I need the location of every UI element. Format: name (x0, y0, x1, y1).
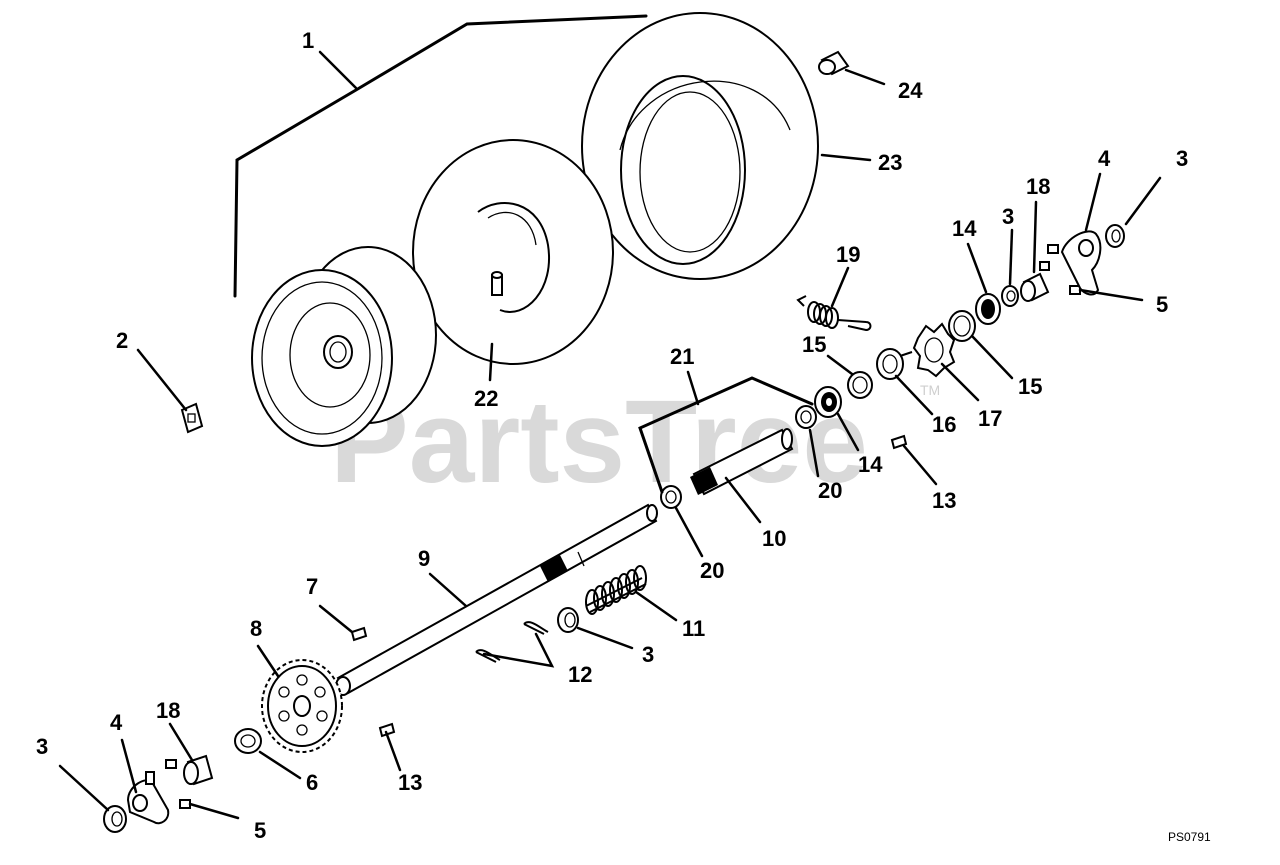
callout-7: 7 (306, 574, 318, 599)
wheel-rim[interactable] (251, 246, 437, 447)
callout-4-lower: 4 (110, 710, 123, 735)
washer-upper-mid[interactable] (1001, 285, 1019, 307)
clip[interactable] (180, 402, 204, 434)
callout-13-lower: 13 (398, 770, 422, 795)
callout-4-upper: 4 (1098, 146, 1111, 171)
callout-2: 2 (116, 328, 128, 353)
callout-14-upper: 14 (952, 216, 977, 241)
flange-bushing-upper[interactable] (1020, 272, 1050, 302)
callout-6: 6 (306, 770, 318, 795)
ratchet-gear-17[interactable] (912, 322, 956, 378)
key-13-upper[interactable] (890, 434, 908, 450)
callout-3-lower-left: 3 (36, 734, 48, 759)
callout-5-upper: 5 (1156, 292, 1168, 317)
leader-lines (58, 14, 1162, 820)
callout-19: 19 (836, 242, 860, 267)
bushing-upper[interactable] (795, 405, 817, 429)
callout-20-lower: 20 (700, 558, 724, 583)
callout-12: 12 (568, 662, 592, 687)
key-13-lower[interactable] (378, 722, 396, 738)
callout-3-mid: 3 (642, 642, 654, 667)
callout-15-lower: 15 (802, 332, 826, 357)
callout-20-upper: 20 (818, 478, 842, 503)
callout-15-upper: 15 (1018, 374, 1042, 399)
callout-11: 11 (682, 616, 705, 641)
spacer-15-upper[interactable] (948, 310, 976, 342)
watermark-trademark: TM (920, 382, 940, 398)
spacer-15-lower[interactable] (847, 371, 873, 399)
bearing[interactable] (234, 728, 262, 754)
callout-9: 9 (418, 546, 430, 571)
flange-bushing-lower[interactable] (183, 754, 214, 786)
torsion-spring[interactable] (796, 295, 872, 332)
callout-23: 23 (878, 150, 902, 175)
retainer-16[interactable] (876, 348, 913, 380)
ratchet-14-lower[interactable] (814, 386, 842, 418)
bushing-lower[interactable] (660, 485, 682, 509)
ratchet-14-upper[interactable] (975, 293, 1001, 325)
washer-lower-left[interactable] (103, 805, 127, 833)
callout-3-upper-mid: 3 (1002, 204, 1014, 229)
callout-22: 22 (474, 386, 498, 411)
hairpin-clips[interactable] (475, 621, 549, 663)
key-7[interactable] (350, 626, 368, 642)
callout-16: 16 (932, 412, 956, 437)
axle-bracket-upper[interactable] (1060, 230, 1102, 296)
callout-3-upper-right: 3 (1176, 146, 1188, 171)
callout-8: 8 (250, 616, 262, 641)
compression-spring[interactable] (585, 565, 647, 615)
callout-18-lower: 18 (156, 698, 180, 723)
tire[interactable] (581, 12, 819, 280)
callout-24: 24 (898, 78, 923, 103)
drive-gear[interactable] (261, 659, 343, 753)
axle-shaft[interactable] (335, 503, 658, 696)
drawing-code: PS0791 (1168, 830, 1211, 844)
axle-tube[interactable] (690, 428, 794, 496)
callout-1: 1 (302, 28, 314, 53)
callout-13-upper: 13 (932, 488, 956, 513)
inner-tube[interactable] (412, 139, 614, 365)
axle-splines (540, 555, 568, 582)
valve-cap[interactable] (818, 50, 850, 76)
callout-18-upper: 18 (1026, 174, 1050, 199)
callout-labels: 1 2 3 3 3 3 4 4 5 5 6 7 8 9 10 11 12 13 … (36, 28, 1188, 843)
washer-upper-right[interactable] (1105, 224, 1125, 248)
callout-14-lower: 14 (858, 452, 883, 477)
washer-mid[interactable] (557, 607, 579, 633)
callout-10: 10 (762, 526, 786, 551)
axle-bracket-lower[interactable] (126, 771, 170, 825)
callout-21: 21 (670, 344, 694, 369)
callout-5-lower: 5 (254, 818, 266, 843)
callout-17: 17 (978, 406, 1002, 431)
